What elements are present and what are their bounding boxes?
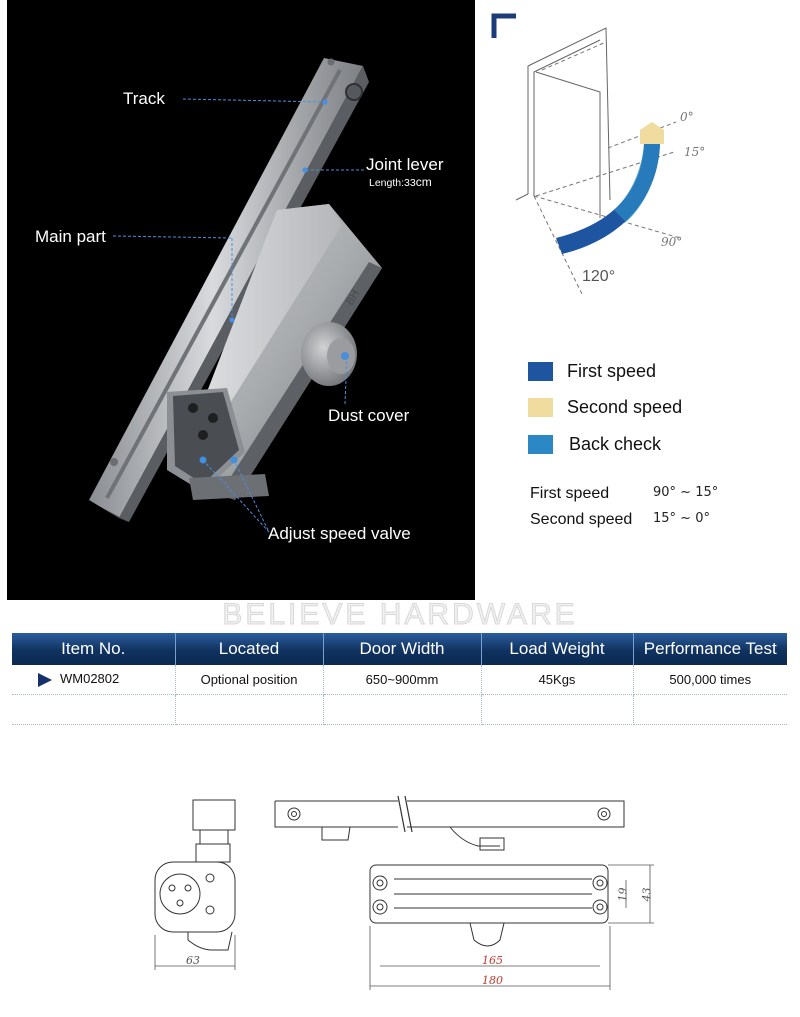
angle-90-label: 90° [661,235,683,249]
cell-door-width: 650~900mm [323,665,482,695]
technical-drawing: 63 165 180 19 43 [0,790,800,1017]
callout-dust-cover: Dust cover [328,406,410,425]
legend-first-speed: First speed [528,361,656,382]
callout-joint-lever-length: Length:33cm [369,175,432,189]
door-closer-illustration: BH [89,58,382,533]
door-frame [515,27,611,218]
legend-back-check: Back check [528,434,661,455]
door-angle-diagram: 0° 15° 90° 120° [490,10,800,310]
legend-label: First speed [567,361,657,381]
play-arrow-icon [38,673,52,688]
dim-inner-height: 19 [616,887,630,902]
body-front-view [369,864,609,924]
item-no-value: WM02802 [60,671,120,687]
side-view-cap [192,799,236,831]
header-item-no: Item No. [12,633,176,665]
table-row-empty [12,694,787,725]
second-speed-arrow [640,122,664,144]
header-load-weight: Load Weight [481,633,634,665]
callout-adjust-speed-valve: Adjust speed valve [268,524,411,543]
second-speed-swatch [528,398,553,417]
corner-bracket-mark [491,13,516,38]
angle-120-label: 120° [582,268,616,285]
first-speed-swatch [528,362,553,381]
speed-row-second: Second speed [530,511,633,528]
speed-range-second: 15° ~ 0° [653,511,710,526]
table-row: WM02802 Optional position 650~900mm 45Kg… [12,665,787,695]
spec-table: Item No. Located Door Width Load Weight … [12,633,787,725]
angle-15-label: 15° [684,145,706,159]
dim-total-height: 43 [640,887,654,902]
door-angle-svg [491,13,681,295]
speed-range-first: 90° ~ 15° [653,485,719,500]
callout-joint-lever: Joint lever [366,155,444,174]
dim-body-length: 165 [482,954,503,967]
table-header-row: Item No. Located Door Width Load Weight … [12,633,787,665]
cell-load-weight: 45Kgs [481,665,634,695]
angle-0-label: 0° [680,110,694,124]
cell-located: Optional position [175,665,324,695]
legend-label: Back check [569,434,662,454]
header-located: Located [175,633,324,665]
callout-main-part: Main part [35,227,106,246]
header-performance-test: Performance Test [633,633,787,665]
product-photo: BH Track Joint lever Length:33cm Main pa… [7,0,475,600]
header-door-width: Door Width [323,633,482,665]
back-check-swatch [528,435,553,454]
cell-item-no: WM02802 [12,665,176,695]
legend-label: Second speed [567,397,683,417]
brand-watermark: BELIEVE HARDWARE [222,598,578,632]
dim-total-length: 180 [482,974,503,987]
technical-drawing-svg [154,795,654,990]
speed-row-first: First speed [530,485,610,502]
callout-track: Track [123,89,165,108]
cell-performance-test: 500,000 times [633,665,787,695]
dim-side-width: 63 [186,954,200,967]
legend-second-speed: Second speed [528,397,682,418]
